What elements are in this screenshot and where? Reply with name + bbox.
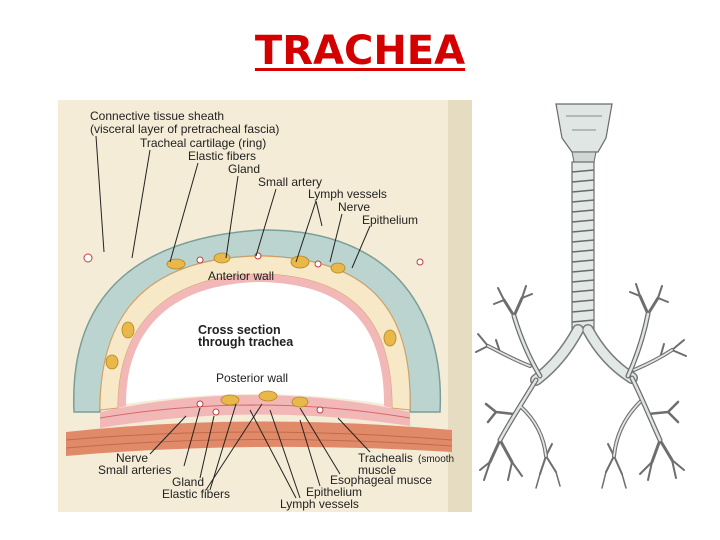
label-small-arteries: Small arteries bbox=[98, 463, 171, 477]
label-trachealis-smooth: (smooth bbox=[418, 454, 454, 465]
label-visceral-layer: (visceral layer of pretracheal fascia) bbox=[90, 122, 279, 136]
label-lymph-vessels-bottom: Lymph vessels bbox=[280, 497, 359, 511]
label-epithelium-top: Epithelium bbox=[362, 213, 418, 227]
label-connective-tissue-sheath: Connective tissue sheath bbox=[90, 109, 224, 123]
label-tracheal-cartilage: Tracheal cartilage (ring) bbox=[140, 136, 266, 150]
label-elastic-fibers-top: Elastic fibers bbox=[188, 149, 256, 163]
bronchial-tree-illustration bbox=[476, 104, 686, 488]
trachea-tube bbox=[572, 162, 594, 330]
label-nerve-top: Nerve bbox=[338, 200, 370, 214]
posterior-wall-label: Posterior wall bbox=[216, 371, 288, 385]
center-label-line2: through trachea bbox=[198, 335, 294, 349]
label-lymph-vessels-top: Lymph vessels bbox=[308, 187, 387, 201]
cross-section-illustration: Cross section through trachea Anterior w… bbox=[58, 100, 472, 512]
anterior-wall-label: Anterior wall bbox=[208, 269, 274, 283]
label-gland-top: Gland bbox=[228, 162, 260, 176]
larynx bbox=[556, 104, 612, 152]
label-elastic-fibers-bottom: Elastic fibers bbox=[162, 487, 230, 501]
main-bronchi-fill bbox=[536, 330, 632, 380]
